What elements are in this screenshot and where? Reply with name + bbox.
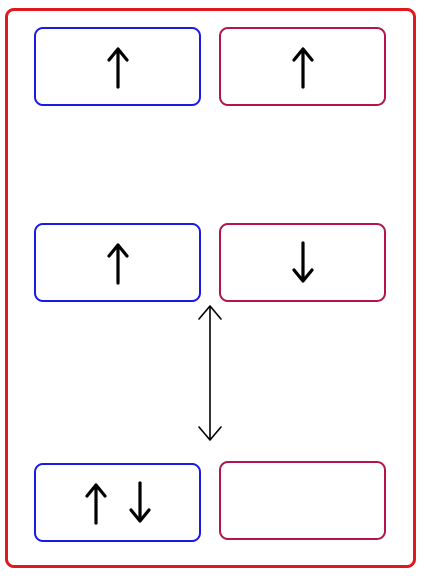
double-arrow-connector — [198, 305, 222, 441]
box-row3-right — [219, 461, 386, 540]
box-row2-right — [219, 223, 386, 302]
up-arrow-icon — [84, 482, 107, 525]
box-row2-left — [34, 223, 201, 302]
up-arrow-icon — [106, 46, 129, 89]
box-row3-left — [34, 463, 201, 542]
down-arrow-icon — [291, 240, 314, 283]
outer-frame — [5, 8, 416, 568]
up-arrow-icon — [106, 242, 129, 285]
box-row1-left — [34, 27, 201, 106]
box-row1-right — [219, 27, 386, 106]
up-arrow-icon — [291, 46, 314, 89]
down-arrow-icon — [128, 480, 151, 523]
